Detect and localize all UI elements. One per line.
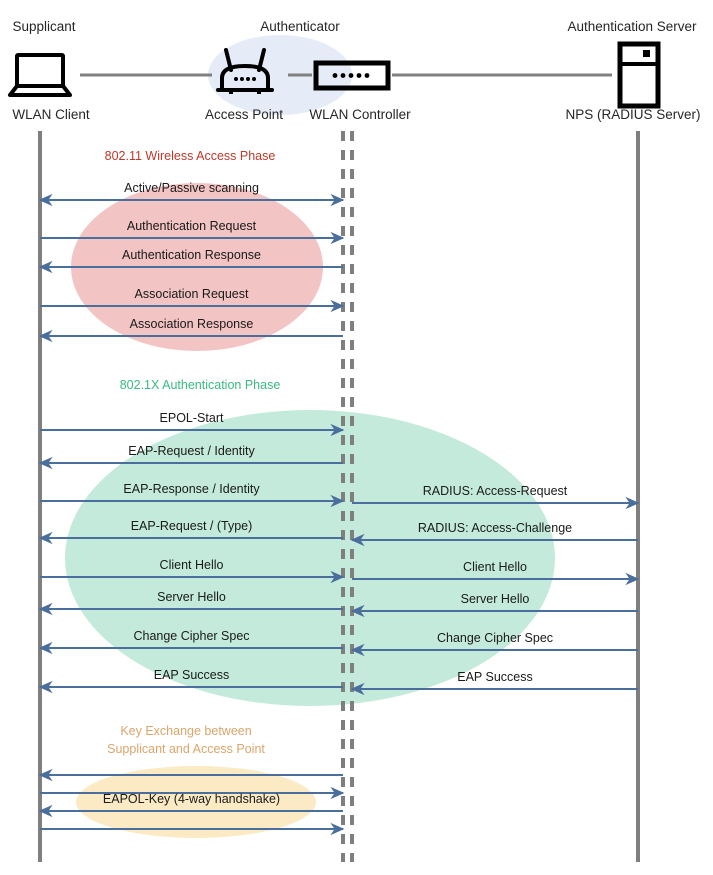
message-label: Client Hello — [159, 558, 224, 572]
message-label: Authentication Request — [126, 219, 257, 233]
actor-name-wlan-client: WLAN Client — [12, 107, 90, 122]
message-label: Change Cipher Spec — [436, 631, 554, 645]
message-label: Server Hello — [460, 592, 530, 606]
message-label: Active/Passive scanning — [124, 181, 259, 195]
phase-title-802-1x: 802.1X Authentication Phase — [119, 378, 281, 392]
message-label: Server Hello — [157, 590, 226, 604]
phase-802-1x-blob — [65, 410, 555, 706]
actor-role-authenticator: Authenticator — [260, 19, 340, 34]
message-label: EAP Success — [153, 668, 230, 682]
actor-role-authentication-server: Authentication Server — [567, 19, 697, 34]
phase-title-key-exchange-line2: Supplicant and Access Point — [107, 742, 265, 756]
wlan-controller-icon — [313, 60, 391, 91]
message-label: EAP Success — [457, 670, 533, 684]
phase-title-key-exchange-line1: Key Exchange between — [120, 724, 252, 738]
laptop-icon — [8, 53, 72, 97]
actor-role-supplicant: Supplicant — [12, 19, 76, 34]
message-label: EAP-Request / Identity — [128, 444, 255, 458]
access-point-icon — [216, 48, 274, 94]
server-icon — [617, 41, 661, 109]
message-label: Change Cipher Spec — [133, 629, 250, 643]
message-label: EAP-Request / (Type) — [130, 519, 253, 533]
actor-name-nps-radius-server: NPS (RADIUS Server) — [565, 107, 701, 122]
message-label: Association Response — [129, 317, 254, 331]
phase-title-802-11: 802.11 Wireless Access Phase — [104, 149, 276, 163]
message-label: RADIUS: Access-Request — [422, 484, 568, 498]
actor-name-wlan-controller: WLAN Controller — [309, 107, 411, 122]
message-arrows — [38, 193, 640, 836]
message-label: EPOL-Start — [159, 411, 224, 425]
message-label: Authentication Response — [122, 248, 261, 262]
message-label: Association Request — [134, 287, 249, 301]
authenticator-highlight-blob — [208, 35, 352, 115]
message-label: RADIUS: Access-Challenge — [417, 521, 573, 535]
phase-key-exchange-blob — [76, 766, 316, 838]
message-label: Client Hello — [463, 560, 527, 574]
actor-name-access-point: Access Point — [204, 107, 284, 122]
message-label: EAPOL-Key (4-way handshake) — [102, 792, 281, 806]
message-label: EAP-Response / Identity — [123, 482, 260, 496]
